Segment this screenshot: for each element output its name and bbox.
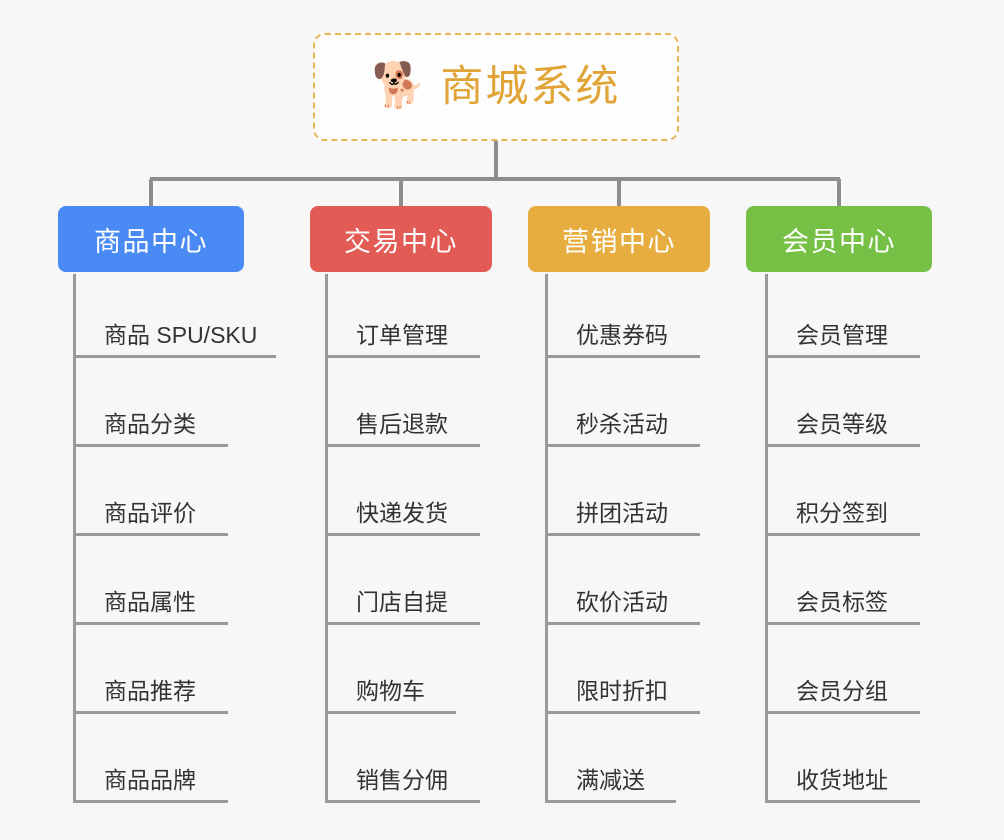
connector-horizontal-bus: [150, 177, 840, 181]
leaf-underline: [73, 800, 228, 803]
leaf-underline: [545, 800, 676, 803]
leaf-underline: [545, 533, 700, 536]
leaf-item-label[interactable]: 商品分类: [104, 411, 196, 437]
leaf-underline: [545, 355, 700, 358]
leaf-item-label[interactable]: 收货地址: [796, 767, 888, 793]
connector-drop-3: [617, 179, 621, 206]
category-box-1[interactable]: 商品中心: [58, 206, 244, 272]
leaf-item-label[interactable]: 会员管理: [796, 322, 888, 348]
category-box-2[interactable]: 交易中心: [310, 206, 492, 272]
root-node-mall-system[interactable]: 🐕 商城系统: [313, 33, 679, 141]
leaf-underline: [325, 711, 456, 714]
leaf-underline: [325, 444, 480, 447]
leaf-item-label[interactable]: 优惠券码: [576, 322, 668, 348]
leaf-underline: [545, 622, 700, 625]
root-node-title: 商城系统: [440, 62, 621, 111]
leaf-item-label[interactable]: 商品评价: [104, 500, 196, 526]
leaf-underline: [765, 533, 920, 536]
leaf-underline: [545, 444, 700, 447]
leaf-item-label[interactable]: 售后退款: [356, 411, 448, 437]
leaf-underline: [325, 355, 480, 358]
leaf-item-label[interactable]: 满减送: [576, 767, 645, 793]
leaf-item-label[interactable]: 商品 SPU/SKU: [104, 322, 258, 348]
category-label: 营销中心: [562, 226, 676, 257]
leaf-underline: [325, 533, 480, 536]
leaf-item-label[interactable]: 快递发货: [356, 500, 448, 526]
leaf-underline: [73, 622, 228, 625]
leaf-underline: [765, 355, 920, 358]
category-box-4[interactable]: 会员中心: [746, 206, 932, 272]
leaf-item-label[interactable]: 商品品牌: [104, 767, 196, 793]
leaf-item-label[interactable]: 门店自提: [356, 589, 448, 615]
leaf-item-label[interactable]: 拼团活动: [576, 500, 668, 526]
leaf-underline: [73, 355, 276, 358]
leaf-item-label[interactable]: 砍价活动: [576, 589, 668, 615]
category-label: 商品中心: [94, 226, 208, 257]
leaf-underline: [325, 622, 480, 625]
leaf-item-label[interactable]: 订单管理: [356, 322, 448, 348]
category-trunk-3: [545, 274, 548, 803]
leaf-underline: [73, 711, 228, 714]
leaf-underline: [765, 711, 920, 714]
leaf-item-label[interactable]: 限时折扣: [576, 678, 668, 704]
leaf-underline: [765, 444, 920, 447]
category-label: 会员中心: [782, 226, 896, 257]
leaf-item-label[interactable]: 会员标签: [796, 589, 888, 615]
leaf-item-label[interactable]: 购物车: [356, 678, 425, 704]
connector-drop-2: [399, 179, 403, 206]
leaf-item-label[interactable]: 商品推荐: [104, 678, 196, 704]
connector-drop-1: [149, 179, 153, 206]
category-trunk-1: [73, 274, 76, 803]
shiba-dog-icon: 🐕: [371, 61, 427, 110]
leaf-item-label[interactable]: 会员分组: [796, 678, 888, 704]
connector-root-vertical: [494, 141, 498, 179]
leaf-underline: [73, 533, 228, 536]
category-trunk-2: [325, 274, 328, 803]
leaf-underline: [545, 711, 700, 714]
leaf-underline: [325, 800, 480, 803]
leaf-item-label[interactable]: 商品属性: [104, 589, 196, 615]
leaf-underline: [73, 444, 228, 447]
leaf-item-label[interactable]: 秒杀活动: [576, 411, 668, 437]
leaf-item-label[interactable]: 会员等级: [796, 411, 888, 437]
leaf-item-label[interactable]: 销售分佣: [356, 767, 448, 793]
leaf-item-label[interactable]: 积分签到: [796, 500, 888, 526]
category-trunk-4: [765, 274, 768, 803]
category-label: 交易中心: [344, 226, 458, 257]
leaf-underline: [765, 622, 920, 625]
connector-drop-4: [837, 179, 841, 206]
leaf-underline: [765, 800, 920, 803]
category-box-3[interactable]: 营销中心: [528, 206, 710, 272]
